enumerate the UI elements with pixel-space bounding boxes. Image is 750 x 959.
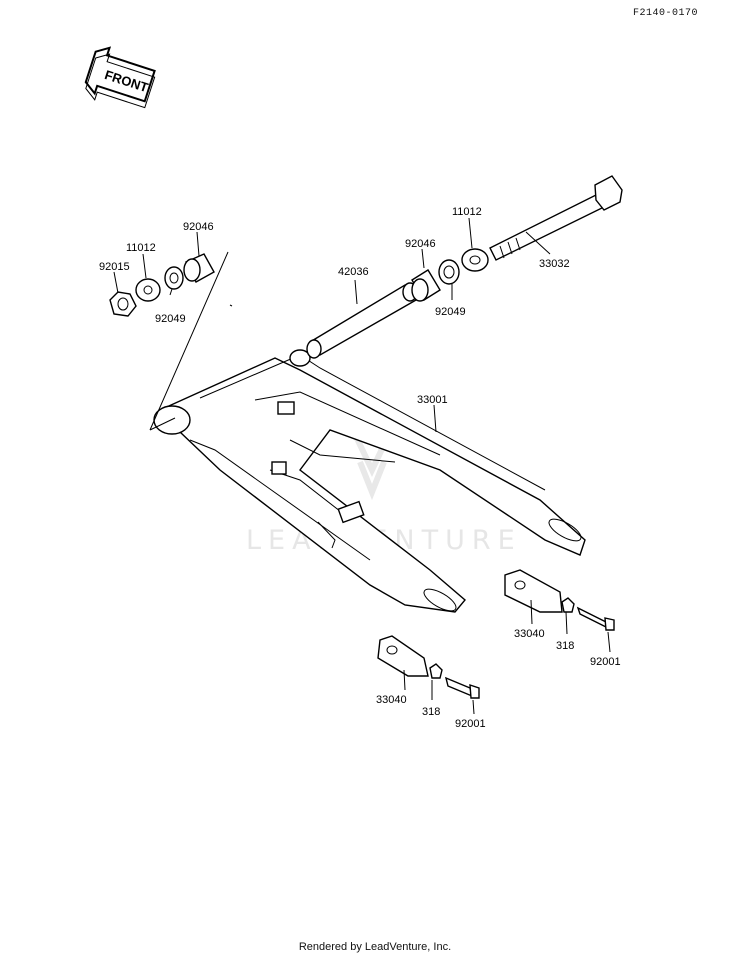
chain-adjuster-33040-left (377, 635, 429, 677)
diagram-code: F2140-0170 (632, 8, 698, 19)
collar-11012-left (135, 278, 161, 302)
chain-adjuster-33040-right (504, 569, 563, 613)
label-92046-right: 92046 (405, 238, 436, 250)
label-92001-right: 92001 (590, 656, 621, 668)
pivot-bolt-33032 (489, 175, 623, 261)
inset-callout-lines (149, 251, 229, 431)
front-arrow-icon: FRONT (84, 46, 156, 109)
sleeve-42036 (306, 282, 418, 359)
label-11012-right: 11012 (452, 206, 482, 218)
bearing-92046-right (411, 269, 441, 302)
nut-92015 (109, 291, 137, 317)
footer-credit: Rendered by LeadVenture, Inc. (298, 941, 452, 953)
bolt-92001-right (576, 606, 615, 631)
label-92049-right: 92049 (435, 306, 466, 318)
label-318-right: 318 (556, 640, 574, 652)
label-42036: 42036 (338, 266, 369, 278)
label-318-left: 318 (422, 706, 440, 718)
nut-318-left (429, 663, 443, 679)
label-33032: 33032 (539, 258, 570, 270)
label-33001: 33001 (417, 394, 448, 406)
label-92049-left: 92049 (155, 313, 186, 325)
nut-318-right (561, 597, 575, 613)
label-92046-left: 92046 (183, 221, 214, 233)
collar-11012-right (461, 248, 489, 272)
label-33040-right: 33040 (514, 628, 545, 640)
seal-92049-left (164, 266, 184, 290)
bearing-92046-left (183, 253, 215, 283)
seal-92049-right (438, 259, 460, 285)
label-92001-left: 92001 (455, 718, 486, 730)
bolt-92001-left (444, 676, 480, 699)
label-11012-left: 11012 (126, 242, 156, 254)
swingarm-33001 (153, 349, 586, 613)
axle-dash-line (229, 304, 233, 307)
label-33040-left: 33040 (376, 694, 407, 706)
label-92015: 92015 (99, 261, 130, 273)
leader-lines (113, 217, 611, 715)
